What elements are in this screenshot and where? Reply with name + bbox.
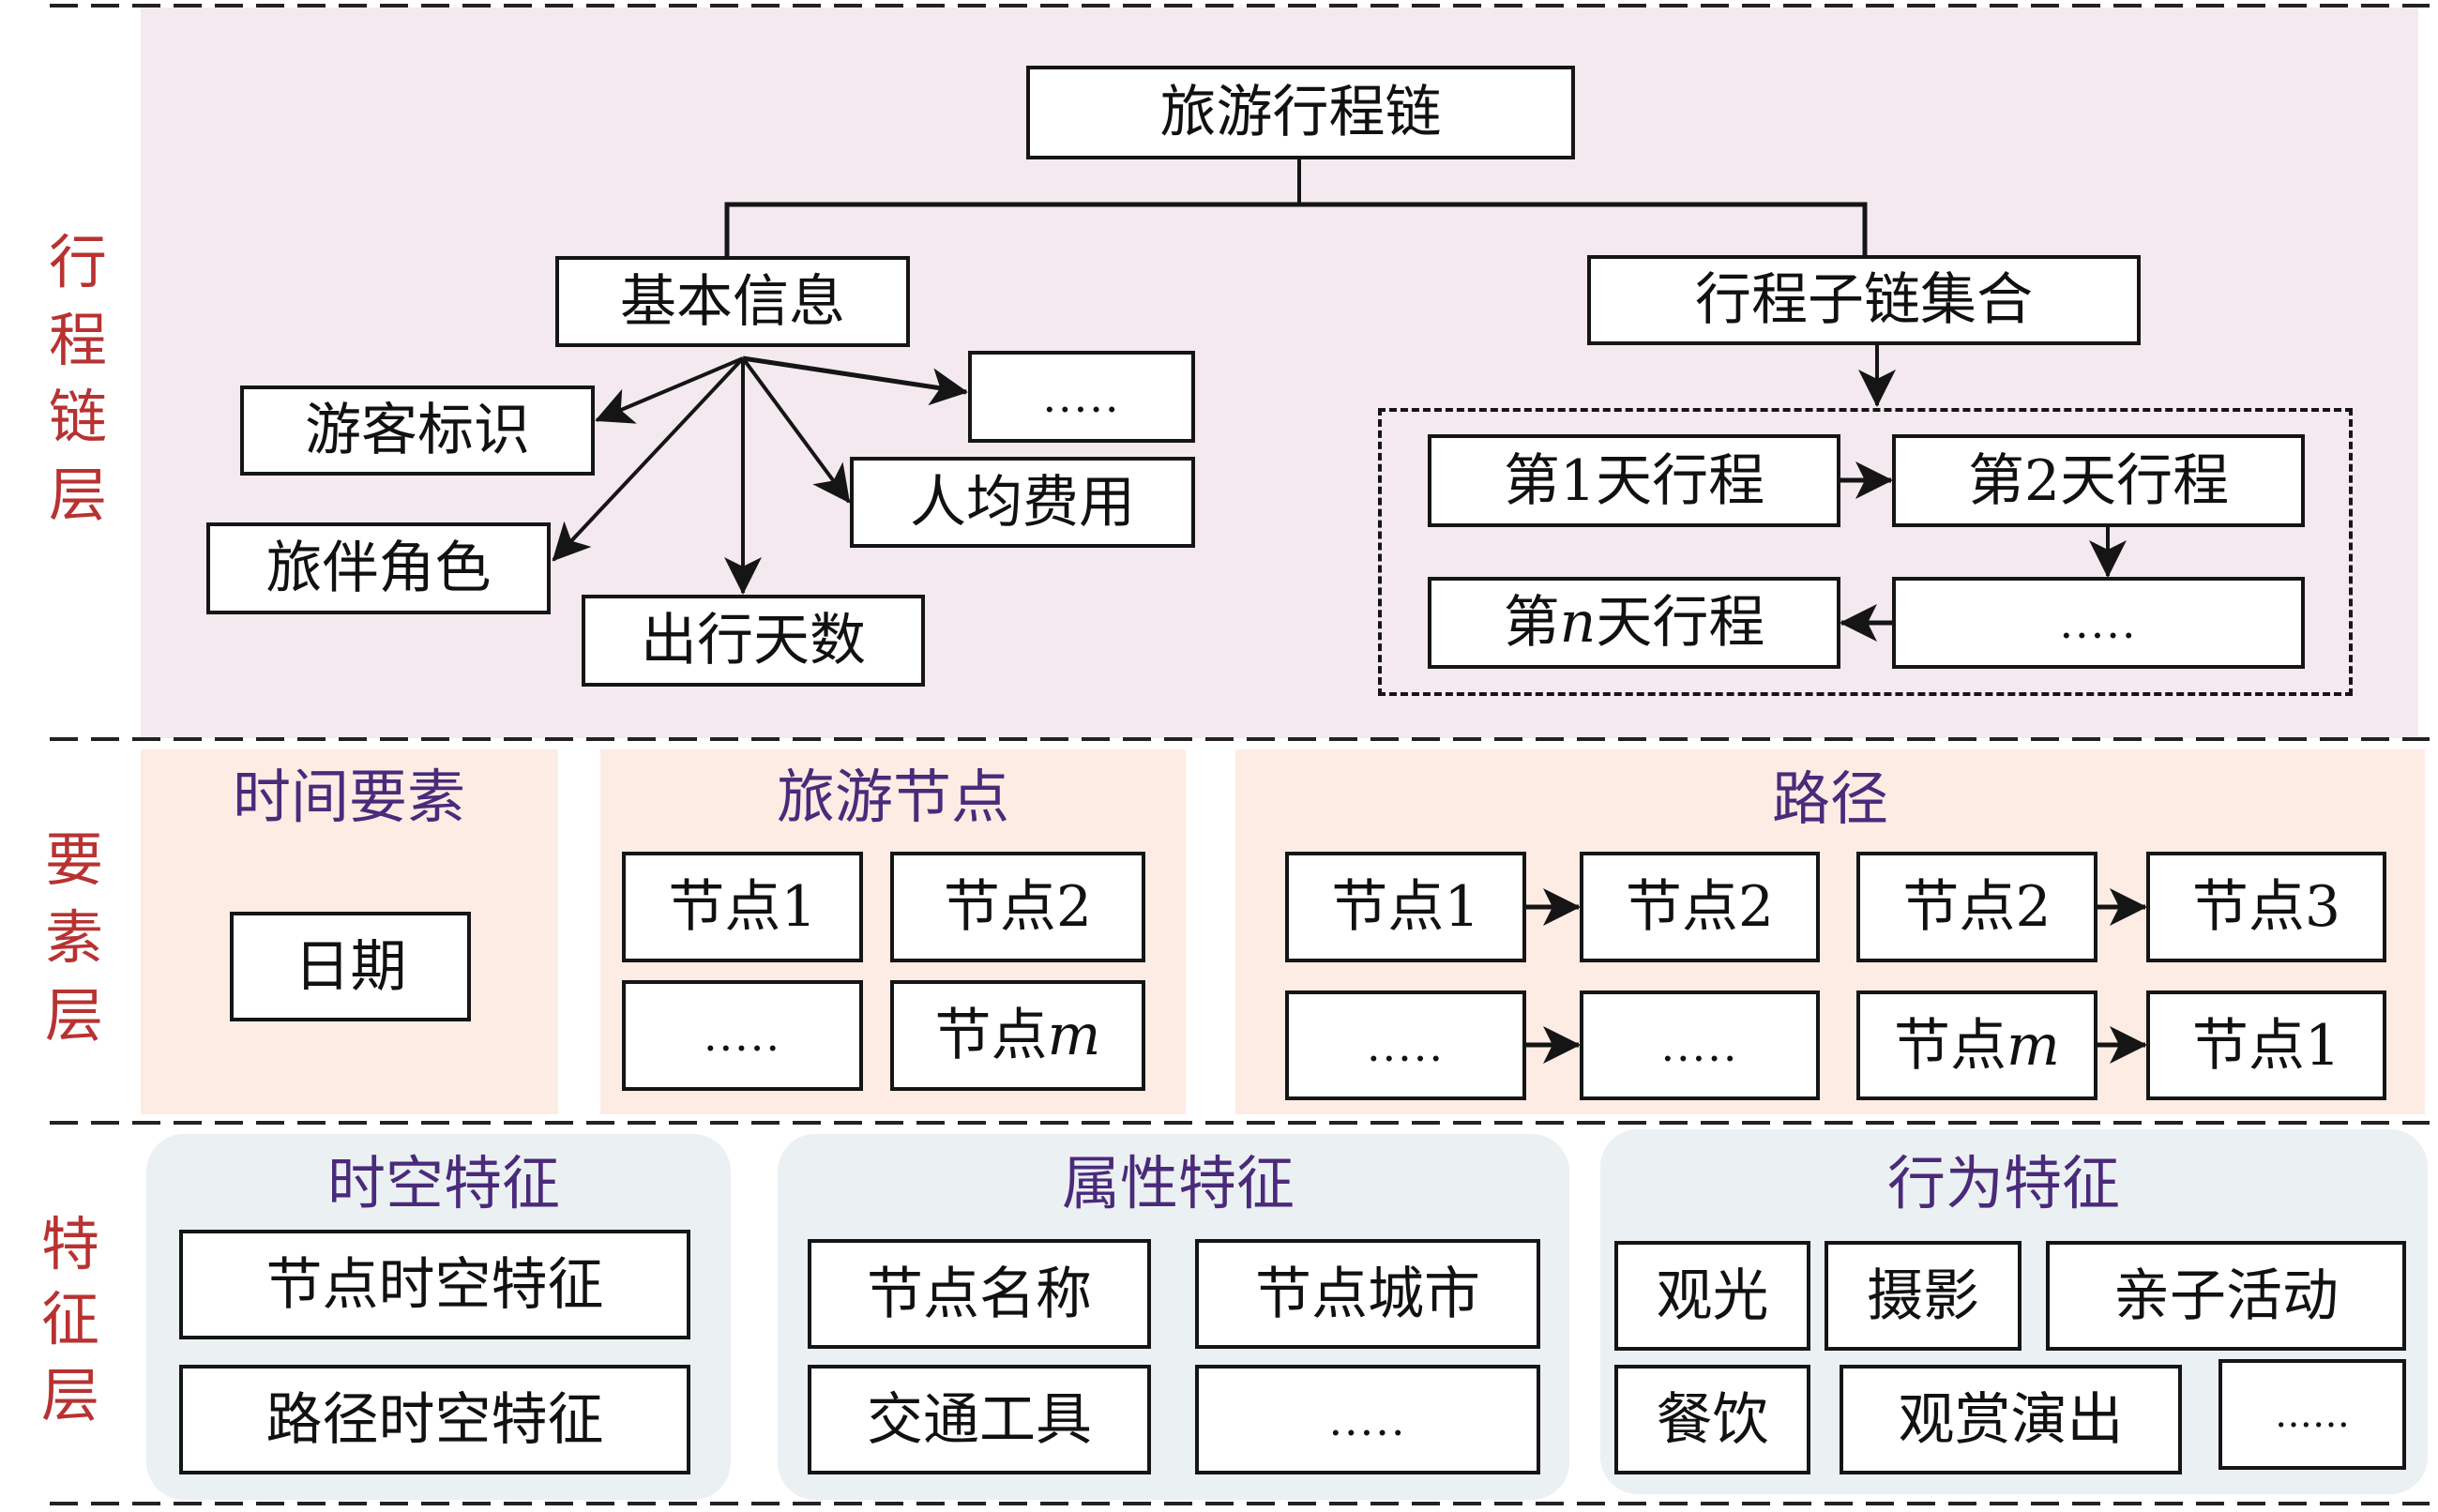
path-spatiotemporal-feature: 路径时空特征 xyxy=(179,1365,690,1474)
dining-feature: 餐饮 xyxy=(1614,1365,1810,1474)
basic-info-more-node: ..... xyxy=(968,351,1195,443)
node-item-m: 节点m xyxy=(890,980,1145,1091)
tourism-node-title: 旅游节点 xyxy=(776,763,1010,831)
layer-label-char: 层 xyxy=(48,461,107,529)
behavior-feature-title: 行为特征 xyxy=(1886,1149,2121,1217)
sub-chain-group-frame xyxy=(1378,408,2353,696)
attribute-feature-title: 属性特征 xyxy=(1061,1149,1295,1217)
day1-itinerary-node: 第1天行程 xyxy=(1428,434,1840,527)
root-node-tourism-itinerary-chain: 旅游行程链 xyxy=(1026,66,1575,159)
path-node-m-label: 节点m xyxy=(1894,1012,2060,1079)
dayn-prefix: 第 xyxy=(1503,590,1560,656)
layer-label-char: 链 xyxy=(48,383,107,451)
node-spatiotemporal-feature: 节点时空特征 xyxy=(179,1230,690,1339)
sub-chain-set-node: 行程子链集合 xyxy=(1587,255,2141,345)
path-from-node: ..... xyxy=(1285,990,1526,1100)
node-item-more: ..... xyxy=(622,980,863,1091)
layer-label-char: 特 xyxy=(40,1210,99,1278)
node-item: 节点2 xyxy=(890,852,1145,962)
family-activity-feature: 亲子活动 xyxy=(2046,1241,2406,1351)
dayn-variable: n xyxy=(1559,590,1597,656)
node-variable-m: m xyxy=(2006,1012,2060,1079)
date-node: 日期 xyxy=(230,912,471,1021)
path-to-node: 节点2 xyxy=(1580,852,1820,962)
path-title: 路径 xyxy=(1771,764,1889,833)
behavior-more: …… xyxy=(2218,1359,2406,1470)
performance-viewing-feature: 观赏演出 xyxy=(1840,1365,2182,1474)
basic-info-node: 基本信息 xyxy=(555,256,910,347)
layer-label-char: 征 xyxy=(40,1285,99,1353)
avg-cost-node: 人均费用 xyxy=(850,457,1195,548)
layer-label-char: 素 xyxy=(44,903,103,972)
time-element-title: 时间要素 xyxy=(232,763,466,831)
path-to-node: 节点3 xyxy=(2146,852,2386,962)
path-from-node: 节点2 xyxy=(1856,852,2097,962)
companion-role-node: 旅伴角色 xyxy=(206,522,551,614)
travel-days-node: 出行天数 xyxy=(582,595,925,687)
spatiotemporal-feature-title: 时空特征 xyxy=(326,1149,561,1217)
layer-label-char: 要 xyxy=(44,825,103,894)
path-to-node: 节点1 xyxy=(2146,990,2386,1100)
path-to-node: ..... xyxy=(1580,990,1820,1100)
transport-feature: 交通工具 xyxy=(808,1365,1151,1474)
node-item: 节点1 xyxy=(622,852,863,962)
layer-label-char: 层 xyxy=(40,1361,99,1429)
day2-itinerary-node: 第2天行程 xyxy=(1892,434,2305,527)
days-more-node: ..... xyxy=(1892,577,2305,669)
node-name-feature: 节点名称 xyxy=(808,1239,1151,1349)
node-city-feature: 节点城市 xyxy=(1195,1239,1540,1349)
node-m-label: 节点m xyxy=(934,1003,1101,1068)
photography-feature: 摄影 xyxy=(1825,1241,2022,1351)
node-variable-m: m xyxy=(1047,1003,1101,1068)
layer-label-char: 程 xyxy=(48,306,107,374)
path-from-node: 节点1 xyxy=(1285,852,1526,962)
attribute-more: ..... xyxy=(1195,1365,1540,1474)
path-from-node: 节点m xyxy=(1856,990,2097,1100)
dayn-suffix: 天行程 xyxy=(1596,590,1765,656)
layer-label-char: 层 xyxy=(44,981,103,1050)
visitor-id-node: 游客标识 xyxy=(240,386,595,476)
sightseeing-feature: 观光 xyxy=(1614,1241,1810,1351)
layer-label-char: 行 xyxy=(48,228,107,296)
